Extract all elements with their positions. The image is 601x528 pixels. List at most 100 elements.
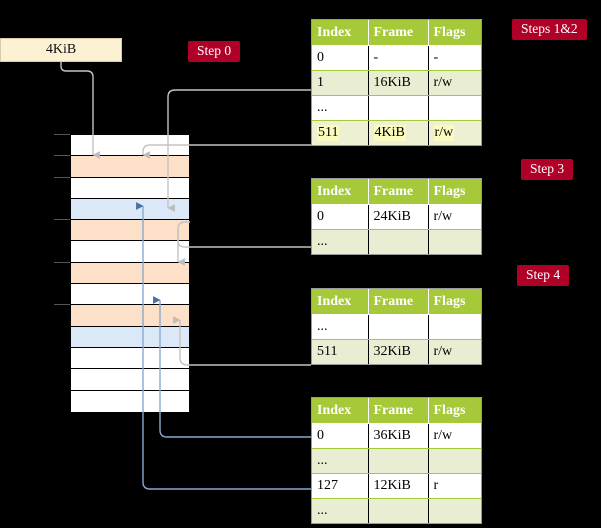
cell-index: ... <box>312 314 369 340</box>
column-header-frame: Frame <box>368 179 429 205</box>
badge-steps-1-2: Steps 1&2 <box>512 19 587 40</box>
badge-step-0-label: Step 0 <box>197 43 232 58</box>
memory-frame-row <box>71 241 189 263</box>
cell-flags <box>428 95 481 121</box>
table-row: ... <box>312 314 481 340</box>
column-header-frame: Frame <box>368 20 429 46</box>
memory-row-tick <box>54 134 70 135</box>
memory-frame-row <box>71 348 189 370</box>
cell-frame: - <box>368 45 429 71</box>
badge-step-3-label: Step 3 <box>530 161 565 176</box>
column-header-index: Index <box>312 20 369 46</box>
cell-frame: 24KiB <box>368 204 429 230</box>
memory-row-tick <box>54 304 70 306</box>
memory-frame-row <box>71 220 189 242</box>
memory-frame-row <box>71 369 189 391</box>
memory-frame-row <box>71 284 189 306</box>
table-row: 0-- <box>312 45 481 71</box>
cell-flags: r/w <box>428 204 481 230</box>
cell-frame <box>368 448 429 474</box>
memory-frames-column <box>70 134 190 413</box>
cell-flags <box>428 448 481 474</box>
badge-step-4: Step 4 <box>517 265 570 286</box>
cell-frame: 16KiB <box>368 70 429 96</box>
cell-flags <box>428 229 481 254</box>
memory-frame-row <box>71 262 189 285</box>
table-row: ... <box>312 95 481 121</box>
memory-row-tick <box>54 261 70 263</box>
column-header-index: Index <box>312 398 369 424</box>
memory-frame-row <box>71 198 189 221</box>
column-header-index: Index <box>312 179 369 205</box>
source-frame-box: 4KiB <box>0 38 122 62</box>
badge-steps-1-2-label: Steps 1&2 <box>521 21 578 36</box>
memory-row-tick <box>54 155 70 157</box>
cell-frame: 4KiB <box>368 120 429 145</box>
cell-index: ... <box>312 95 369 121</box>
table-row: 511 4KiB r/w <box>312 120 481 145</box>
cell-index: ... <box>312 498 369 523</box>
cell-index: 1 <box>312 70 369 96</box>
cell-index: ... <box>312 229 369 254</box>
column-header-flags: Flags <box>428 289 481 315</box>
cell-index: 0 <box>312 423 369 449</box>
cell-flags: - <box>428 45 481 71</box>
cell-flags: r/w <box>428 339 481 364</box>
table-row: ... <box>312 498 481 523</box>
source-frame-label: 4KiB <box>45 42 77 57</box>
cell-frame: 12KiB <box>368 473 429 499</box>
column-header-flags: Flags <box>428 20 481 46</box>
column-header-frame: Frame <box>368 398 429 424</box>
highlight-text: r/w <box>433 125 455 141</box>
memory-frame-row <box>71 390 189 412</box>
column-header-frame: Frame <box>368 289 429 315</box>
cell-flags <box>428 314 481 340</box>
column-header-index: Index <box>312 289 369 315</box>
cell-frame <box>368 229 429 254</box>
memory-frame-row <box>71 305 189 327</box>
cell-flags: r <box>428 473 481 499</box>
column-header-flags: Flags <box>428 398 481 424</box>
cell-index: ... <box>312 448 369 474</box>
highlight-text: 511 <box>317 125 340 141</box>
highlight-text: 4KiB <box>373 125 406 141</box>
cell-frame: 32KiB <box>368 339 429 364</box>
badge-step-0: Step 0 <box>188 41 241 62</box>
cell-index: 0 <box>312 204 369 230</box>
cell-index: 511 <box>312 339 369 364</box>
column-header-flags: Flags <box>428 179 481 205</box>
cell-flags: r/w <box>428 120 481 145</box>
badge-step-3: Step 3 <box>521 159 574 180</box>
cell-flags: r/w <box>428 70 481 96</box>
memory-column-divider <box>181 135 182 412</box>
cell-frame: 36KiB <box>368 423 429 449</box>
cell-flags: r/w <box>428 423 481 449</box>
memory-row-tick <box>54 219 70 221</box>
cell-frame <box>368 498 429 523</box>
memory-frame-row <box>71 135 189 157</box>
memory-frame-row <box>71 156 189 178</box>
cell-index: 0 <box>312 45 369 71</box>
cell-flags <box>428 498 481 523</box>
cell-index: 127 <box>312 473 369 499</box>
table-row: ... <box>312 229 481 254</box>
cell-frame <box>368 314 429 340</box>
cell-frame <box>368 95 429 121</box>
cell-index: 511 <box>312 120 369 145</box>
table-row: ... <box>312 448 481 474</box>
memory-row-tick <box>54 176 70 178</box>
memory-frame-row <box>71 177 189 199</box>
